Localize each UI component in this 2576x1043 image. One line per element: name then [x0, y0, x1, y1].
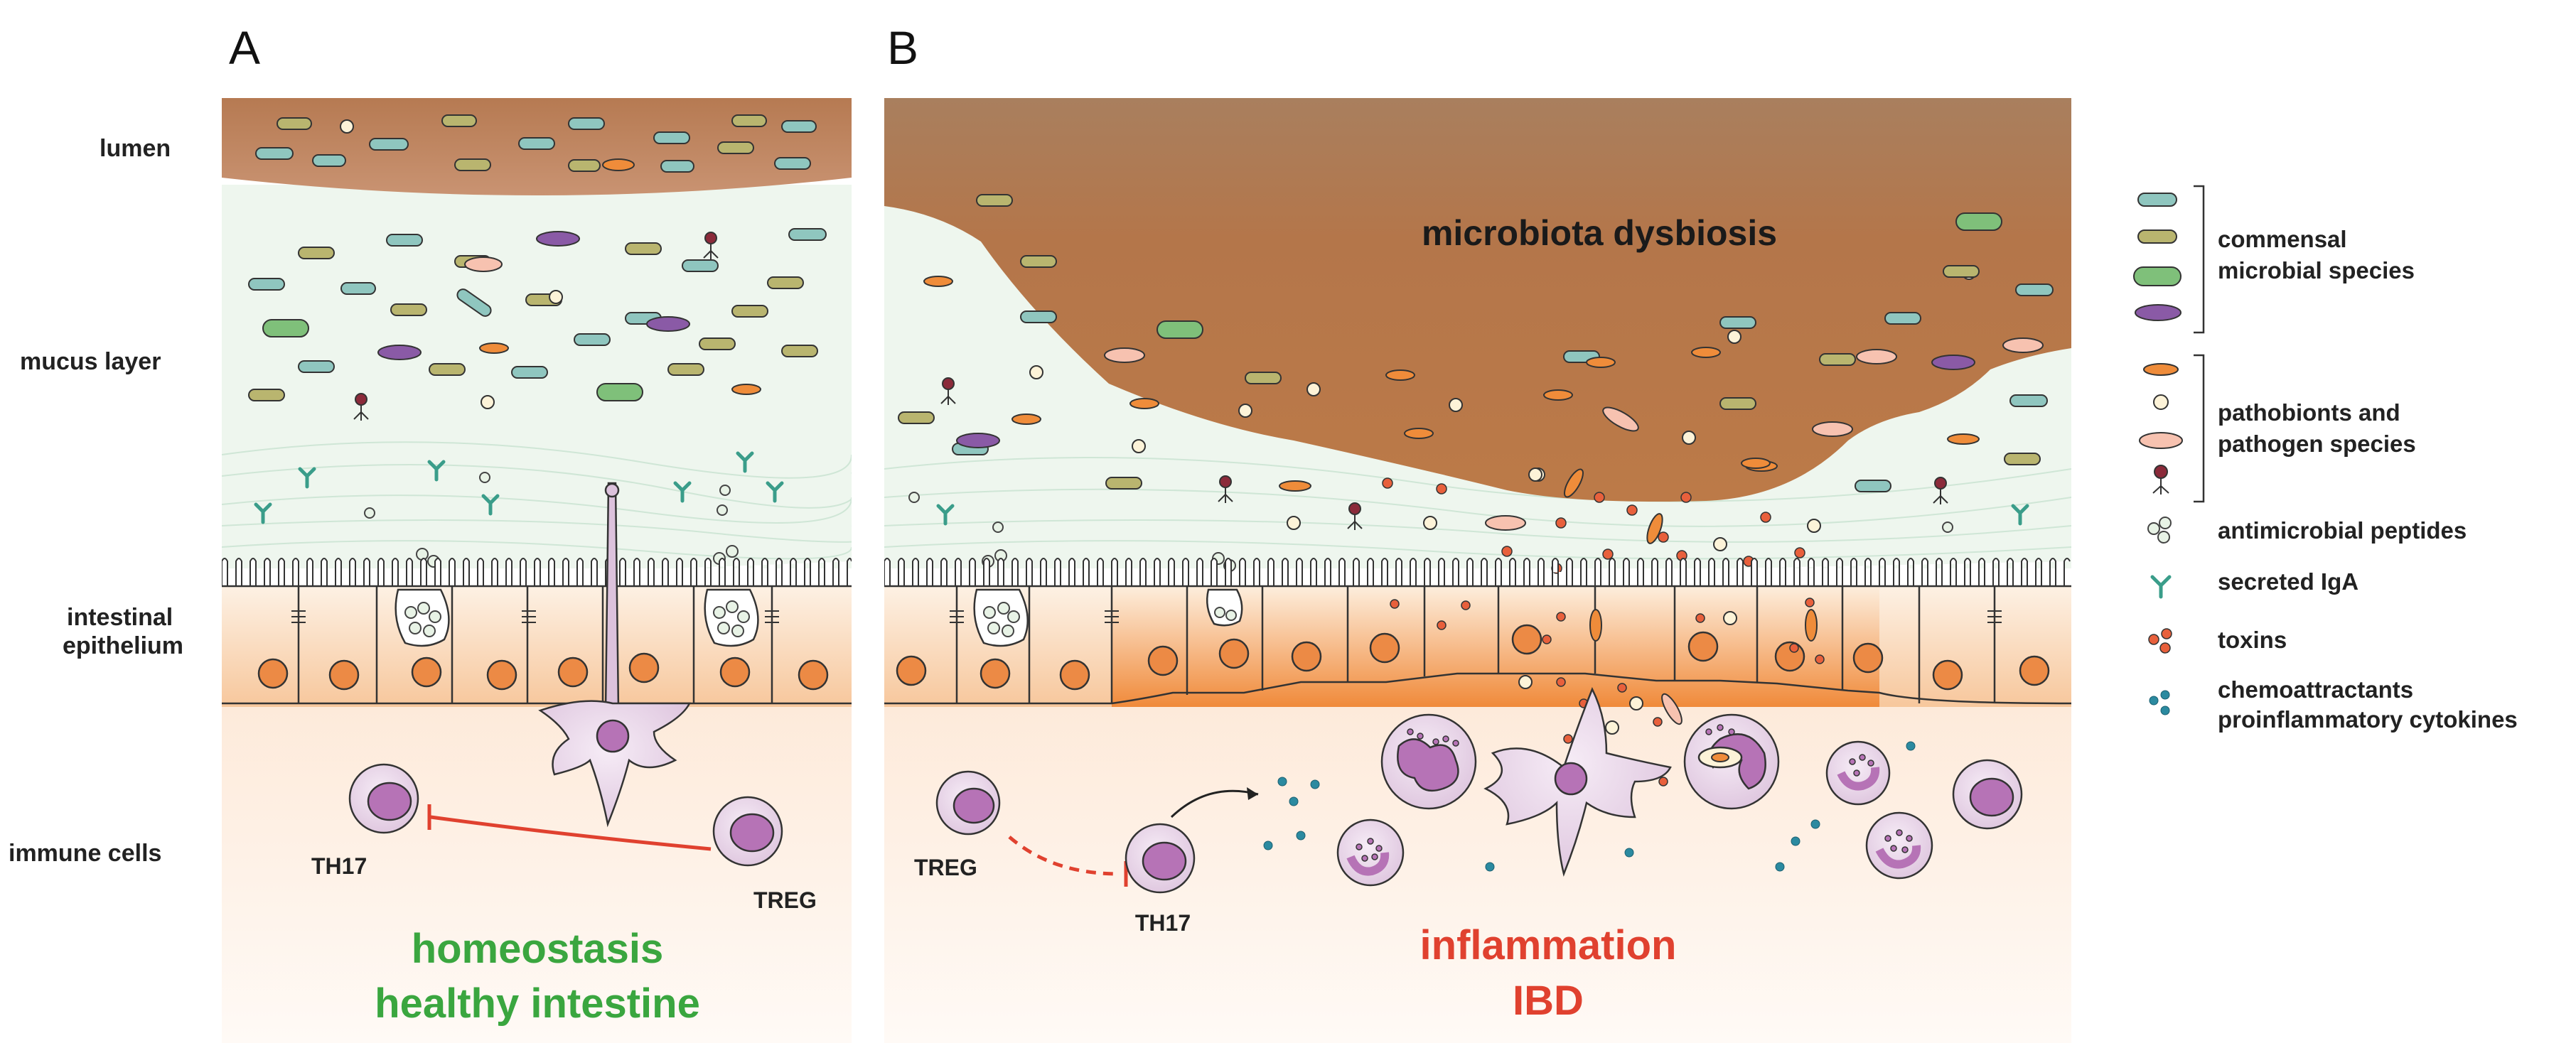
panel-b: microbiota dysbiosis	[884, 98, 2071, 1043]
epithelial-cells-a	[222, 585, 852, 705]
th17-label-b: TH17	[1135, 910, 1191, 936]
coccus-bacterium-icon	[340, 119, 354, 134]
toxin-icon	[2148, 628, 2172, 654]
legend-commensal-2: microbial species	[2218, 257, 2415, 283]
th17-label-a: TH17	[311, 853, 367, 879]
dendritic-cell-b	[1483, 686, 1672, 877]
mucus-bacteria-a	[248, 228, 827, 421]
outcome-b-line1: inflammation	[1420, 922, 1677, 968]
cytokines-b	[1263, 741, 1916, 872]
outcome-a-line1: homeostasis	[412, 926, 664, 972]
bacteriophage-icon	[703, 232, 719, 259]
th17-cell-b	[1125, 823, 1196, 894]
layer-label-lumen: lumen	[100, 135, 171, 162]
paneth-cell-b1	[973, 588, 1029, 647]
neutrophil-b2	[1336, 818, 1405, 887]
panel-a-letter: A	[229, 21, 260, 74]
lumen-bacteria-b	[1104, 212, 2054, 482]
legend-chemo-1: chemoattractants	[2218, 676, 2413, 703]
layer-label-mucus: mucus layer	[20, 348, 161, 375]
iga-b	[936, 504, 2029, 526]
t-cell-b5	[1952, 759, 2023, 830]
antimicrobial-peptide-icon	[2147, 517, 2172, 544]
outcome-b-line2: IBD	[1513, 978, 1584, 1024]
macrophage-b	[1683, 713, 1780, 810]
paneth-cell-b2	[1206, 588, 1243, 627]
panel-b-letter: B	[887, 21, 918, 74]
paneth-cell-a2	[704, 588, 759, 647]
treg-label-a: TREG	[753, 887, 817, 913]
legend: commensal microbial species pathobionts …	[2133, 185, 2518, 733]
microvilli-a	[222, 558, 852, 587]
toxins-b	[1382, 477, 1805, 787]
legend-toxins: toxins	[2218, 627, 2287, 653]
dysbiosis-label: microbiota dysbiosis	[1422, 213, 1777, 253]
legend-chemo-2: proinflammatory cytokines	[2218, 706, 2518, 733]
legend-amp: antimicrobial peptides	[2218, 517, 2467, 544]
layer-label-epithelium-1: intestinal	[67, 604, 173, 631]
neutrophil-b4	[1865, 811, 1933, 880]
outcome-a-line2: healthy intestine	[375, 980, 700, 1027]
th17-cell-a	[348, 763, 419, 834]
cytokine-icon	[2149, 690, 2170, 715]
legend-pathobiont-icons	[2139, 363, 2183, 495]
legend-pathobionts-1: pathobionts and	[2218, 399, 2400, 426]
epithelium-a	[222, 586, 852, 707]
epithelial-cells-b	[884, 585, 2071, 705]
legend-commensal-1: commensal	[2218, 226, 2347, 252]
legend-pathobionts-2: pathogen species	[2218, 431, 2416, 457]
nuclei-a	[257, 652, 829, 691]
treg-cell-a	[712, 796, 783, 867]
invading-pathogens-b	[1390, 468, 1825, 735]
legend-iga: secreted IgA	[2218, 568, 2358, 595]
legend-commensal-icons	[2133, 193, 2181, 321]
treg-label-b: TREG	[914, 855, 977, 880]
dendritic-cell-icon	[538, 482, 692, 828]
activation-arrow-b	[1170, 789, 1259, 818]
lumen-bacteria-a	[255, 114, 817, 173]
iga-antibody-icon	[2150, 575, 2172, 599]
panel-a: TH17 TREG	[222, 98, 852, 1043]
mucus-bacteria-b	[898, 194, 2048, 551]
inhibition-arrow-icon	[427, 804, 712, 851]
layer-label-epithelium-2: epithelium	[63, 632, 183, 659]
epithelium-b-right	[1879, 586, 2071, 707]
treg-cell-b	[935, 770, 1001, 836]
iga-a	[254, 451, 784, 524]
neutrophil-icon	[1380, 713, 1477, 810]
neutrophil-b3	[1825, 740, 1891, 806]
layer-label-immune: immune cells	[9, 840, 161, 867]
nuclei-b	[896, 624, 2050, 691]
lumen-b	[884, 98, 2071, 502]
paneth-cell-a1	[395, 588, 450, 647]
